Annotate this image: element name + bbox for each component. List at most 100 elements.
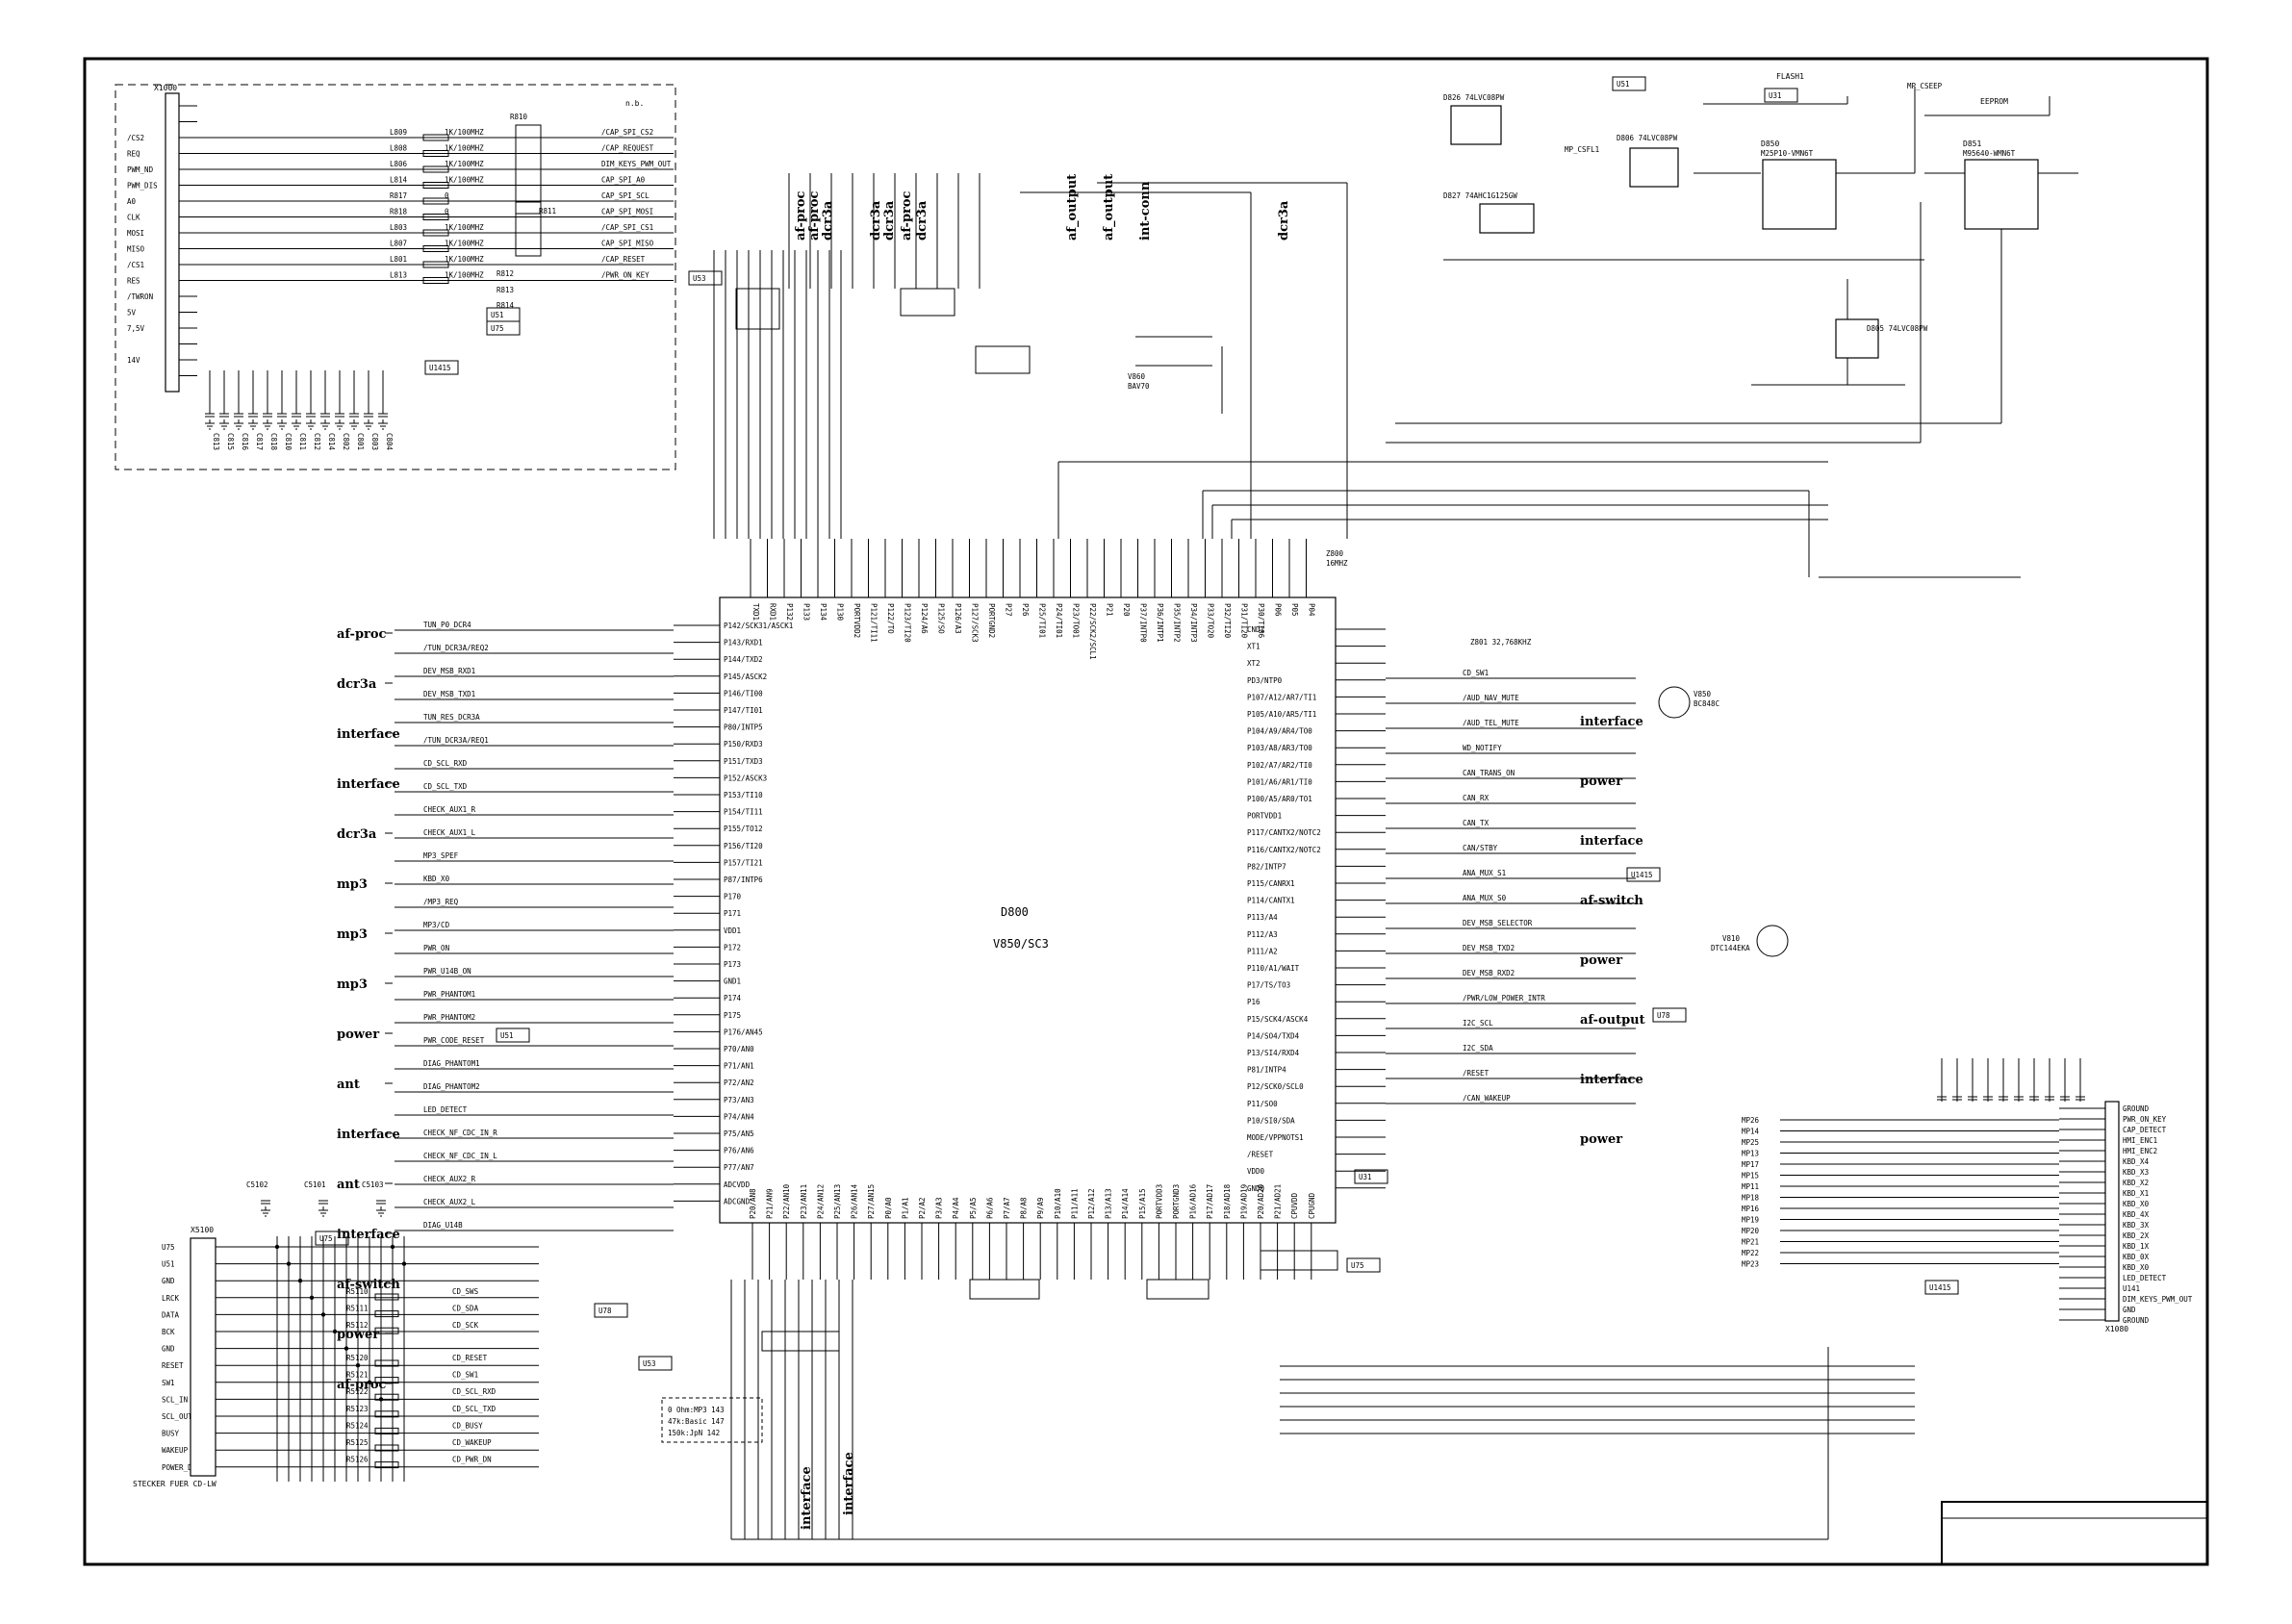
- mcu-bottom-pin: P7/A7: [1003, 1197, 1011, 1219]
- v850-part: BC848C: [1694, 699, 1719, 708]
- mcu-left-pin: ADCGND: [724, 1197, 751, 1205]
- resistor-ref: R810: [510, 113, 528, 121]
- cd-resistor: R5112: [346, 1321, 369, 1330]
- mcu-top-pin: P123/TI20: [904, 603, 912, 643]
- unit-box: [1612, 76, 1646, 91]
- choke-ref: L801: [390, 255, 407, 264]
- top-sheet-label: int-conn: [1138, 181, 1153, 241]
- top-sheet-label: af_output: [1065, 174, 1080, 241]
- mcu-right-pin: MODE/VPPNOTS1: [1247, 1133, 1304, 1142]
- left-net: CHECK_AUX2_R: [423, 1175, 476, 1183]
- mcu-bottom-pin: PORTGND3: [1172, 1184, 1181, 1219]
- left-net: TUN_P0_DCR4: [423, 621, 471, 629]
- x1080-ref: X1080: [2105, 1325, 2128, 1333]
- mcu-top-pin: P05: [1290, 603, 1299, 617]
- unit-label: U1415: [1929, 1283, 1951, 1292]
- mp-cseep: MP_CSEEP: [1907, 82, 1943, 90]
- mcu-part: V850/SC3: [993, 937, 1049, 951]
- left-net: CHECK_NF_CDC_IN_R: [423, 1129, 497, 1137]
- top-sheet-label: dcr3a: [915, 200, 930, 241]
- eeprom-ref: D851: [1963, 140, 1981, 148]
- mcu-top-pin: P127/SCK3: [971, 603, 980, 643]
- right-net: CD_SW1: [1463, 669, 1489, 677]
- left-net: CD_SCL_RXD: [423, 759, 468, 768]
- mcu-right-pin: P114/CANTX1: [1247, 897, 1295, 905]
- connector-x1080: [2104, 1101, 2120, 1322]
- bottom-sheet-label: interface: [842, 1452, 856, 1515]
- note-line-1: 0 Ohm:MP3 143: [668, 1406, 725, 1414]
- connector-area-dashed: [115, 84, 676, 470]
- mcu-left-pin: P77/AN7: [724, 1163, 754, 1172]
- cd-net: CD_SWS: [452, 1287, 479, 1296]
- net-label: /CAP_SPI_CS2: [601, 128, 653, 137]
- mcu-left-pin: VDD1: [724, 926, 741, 935]
- resistor: [900, 288, 955, 317]
- mcu-top-pin: P124/A6: [920, 603, 929, 634]
- mcu-bottom-pin: P5/A5: [969, 1197, 978, 1219]
- mcu-bottom-pin: P14/A14: [1121, 1188, 1130, 1219]
- unit-box: [1652, 1007, 1687, 1023]
- cd-signal: SCL_OUT: [162, 1412, 192, 1421]
- left-net: CHECK_AUX2_L: [423, 1198, 476, 1206]
- unit-box: [688, 270, 723, 286]
- right-sheet-label: power: [1580, 953, 1622, 968]
- resistor: [422, 150, 449, 157]
- x1080-signal: GND: [2123, 1306, 2136, 1314]
- left-net: PWR_U14B_ON: [423, 967, 471, 976]
- x1000-signal: A0: [127, 197, 137, 206]
- right-net: DEV_MSB_SELECTOR: [1463, 919, 1533, 927]
- mcu-right-pin: P117/CANTX2/NOTC2: [1247, 828, 1321, 837]
- connector-x5100: [190, 1237, 216, 1477]
- mcu-right-pin: P16: [1247, 998, 1261, 1006]
- resistor: [515, 124, 542, 215]
- unit-label: U53: [693, 274, 706, 283]
- cd-cap: C5103: [362, 1180, 384, 1189]
- left-net: DIAG_U14B: [423, 1221, 463, 1230]
- left-sheet-label: af-proc: [337, 1378, 387, 1392]
- mcu-bottom-pin: P20/AN8: [749, 1188, 757, 1219]
- left-sheet-label: interface: [337, 1228, 400, 1242]
- mcu-left-pin: ADCVDD: [724, 1180, 751, 1189]
- mcu-bottom-pin: P9/A9: [1036, 1197, 1045, 1219]
- mcu-bottom-pin: CPUGND: [1308, 1192, 1316, 1219]
- choke-ref: L806: [390, 160, 408, 168]
- cd-signal: WAKEUP: [162, 1446, 189, 1455]
- mcu-top-pin: P34/INTP3: [1189, 603, 1198, 643]
- flash-ref: D850: [1761, 140, 1779, 148]
- cap-ref: C810: [284, 433, 293, 451]
- mp-testpoint: MP16: [1742, 1205, 1760, 1213]
- mcu-left-pin: P145/ASCK2: [724, 672, 767, 681]
- choke-value: 1K/100MHZ: [445, 240, 484, 248]
- unit-label: U51: [491, 311, 504, 319]
- note-line-2: 47k:Basic 147: [668, 1417, 725, 1426]
- cd-signal: U75: [162, 1243, 175, 1252]
- right-net: DEV_MSB_TXD2: [1463, 944, 1515, 952]
- x1080-signal: KBD_0X: [2123, 1253, 2150, 1261]
- mcu-right-pin: P107/A12/AR7/TI1: [1247, 693, 1316, 701]
- mcu-bottom-pin: P26/AN14: [851, 1183, 859, 1219]
- mcu-right-pin: P112/A3: [1247, 930, 1278, 939]
- transistor-v850: [1658, 686, 1691, 719]
- resistor: [422, 165, 449, 173]
- mcu-right-pin: /RESET: [1247, 1151, 1274, 1159]
- choke-ref: R817: [390, 191, 407, 200]
- cd-signal: BUSY: [162, 1430, 180, 1438]
- variant-note-box: [661, 1397, 763, 1443]
- mcu-left-pin: GND1: [724, 977, 741, 986]
- left-net: /MP3_REQ: [423, 898, 459, 906]
- resistor-ref: R812: [497, 269, 514, 278]
- mcu-top-pin: P26: [1021, 603, 1030, 617]
- unit-label: U78: [598, 1307, 612, 1315]
- mp-testpoint: MP26: [1742, 1116, 1760, 1125]
- mcu-left-pin: P156/TI20: [724, 842, 763, 850]
- mcu-top-pin: P04: [1308, 603, 1316, 617]
- unit-box: [1626, 867, 1661, 882]
- mcu-right-pin: P14/SO4/TXD4: [1247, 1031, 1300, 1040]
- mcu-top-pin: P121/TI11: [870, 603, 879, 643]
- left-net: PWR_PHANTOM2: [423, 1013, 475, 1022]
- top-sheet-label: af-proc: [794, 190, 808, 241]
- resistor: [422, 134, 449, 141]
- x1080-signal: KBD_1X: [2123, 1242, 2150, 1251]
- choke-ref: R818: [390, 208, 408, 216]
- mcu-bottom-pin: P24/AN12: [816, 1184, 825, 1219]
